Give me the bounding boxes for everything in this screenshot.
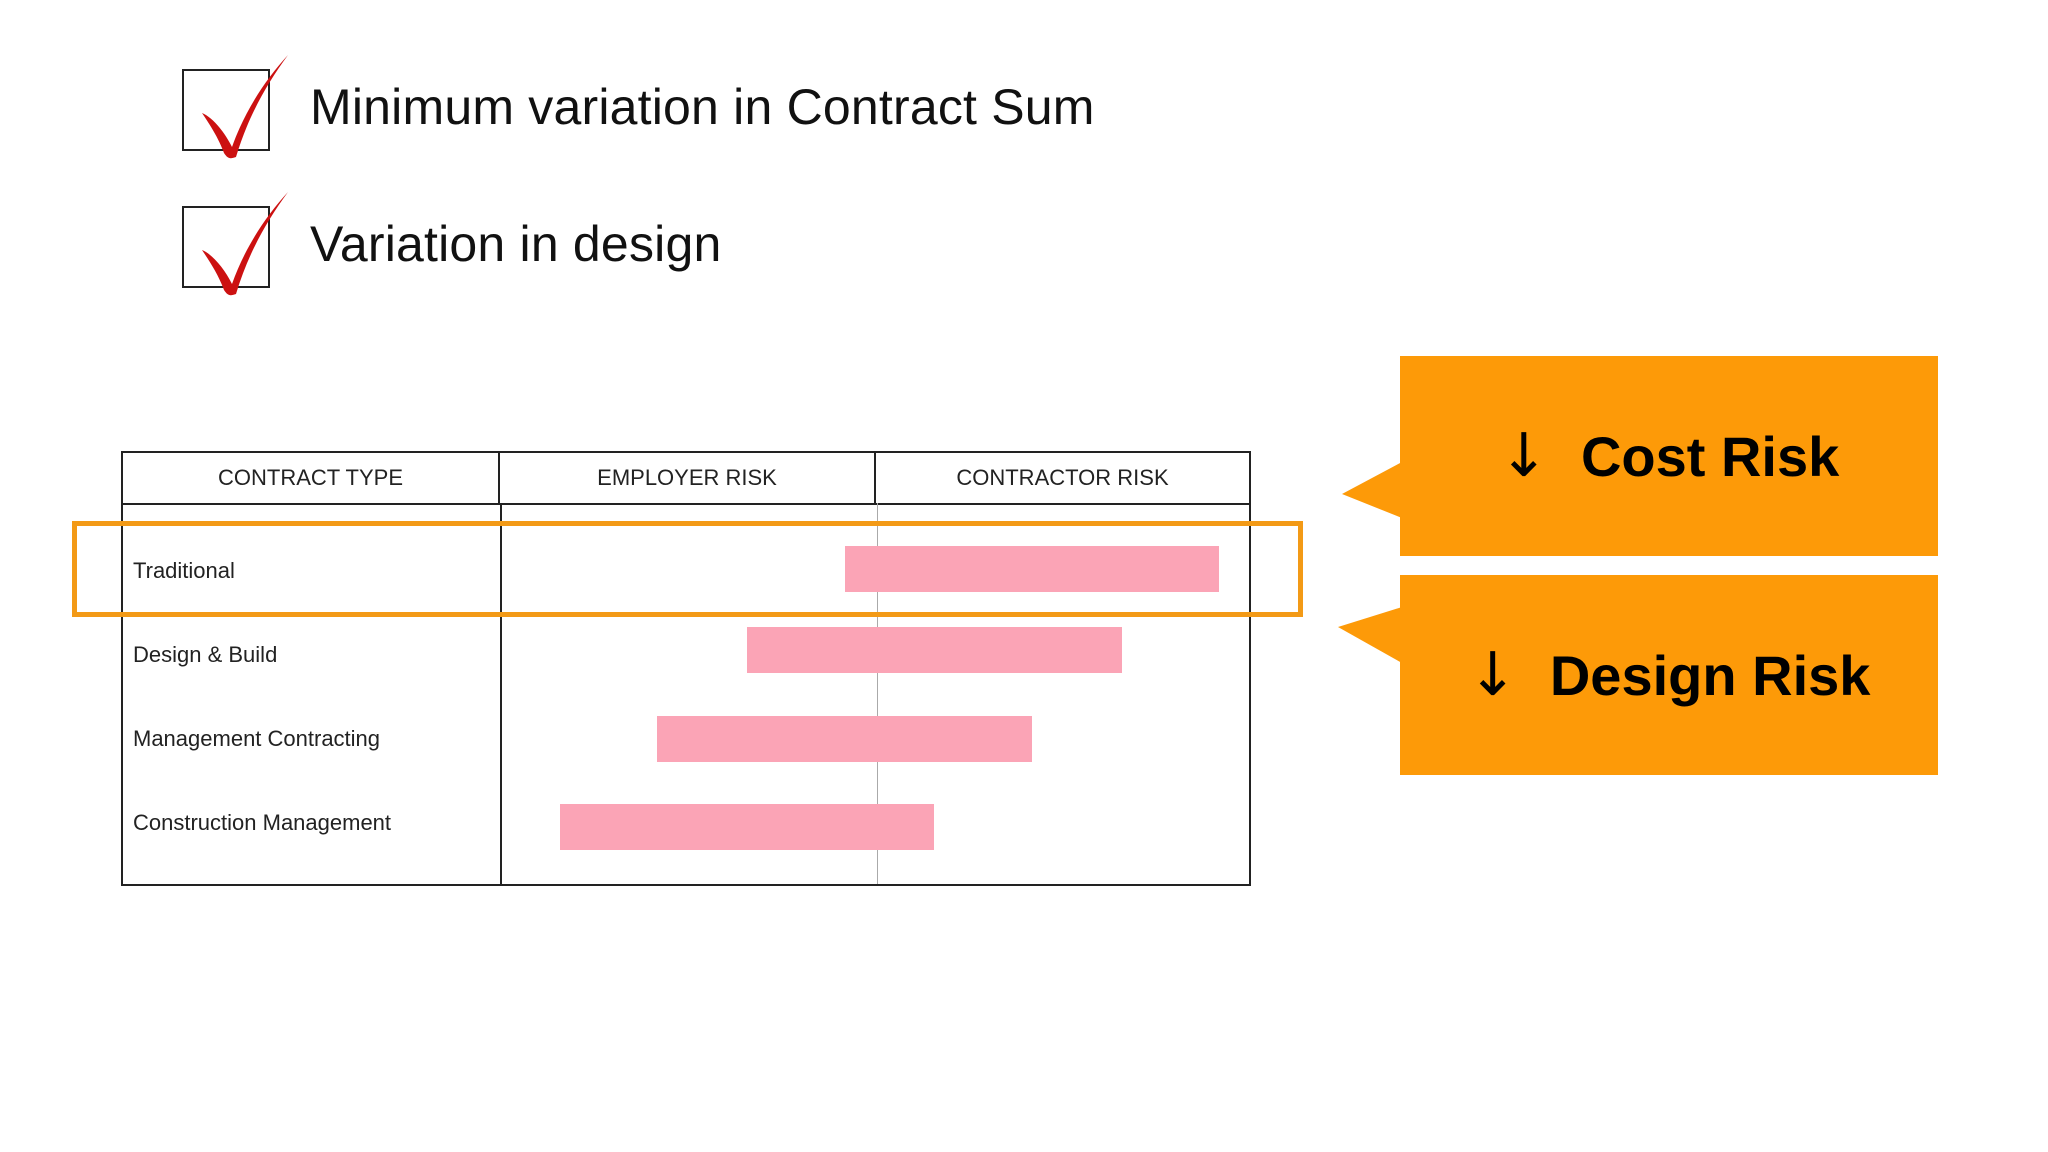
table-header: CONTRACT TYPE EMPLOYER RISK CONTRACTOR R… (123, 453, 1249, 505)
risk-bar-traditional (844, 546, 1220, 592)
risk-bar-design-build (747, 627, 1122, 673)
down-arrow-icon: ↓ (1498, 421, 1549, 491)
callout-label: ↓ Design Risk (1468, 640, 1871, 710)
header-employer-risk: EMPLOYER RISK (500, 453, 876, 503)
callout-design-risk: ↓ Design Risk (1338, 575, 1938, 775)
checklist-item-contract-sum: Minimum variation in Contract Sum (182, 55, 1095, 159)
callout-pointer (1342, 462, 1402, 518)
checkbox (182, 55, 288, 159)
checklist-item-design: Variation in design (182, 192, 722, 296)
down-arrow-icon: ↓ (1467, 640, 1518, 710)
header-contractor-risk: CONTRACTOR RISK (956, 465, 1169, 490)
callout-cost-risk: ↓ Cost Risk (1342, 356, 1938, 556)
design-risk-text: Design Risk (1549, 643, 1871, 707)
row-label-design-build: Design & Build (133, 642, 278, 667)
risk-allocation-table: CONTRACT TYPE EMPLOYER RISK CONTRACTOR R… (121, 451, 1251, 886)
cost-risk-text: Cost Risk (1580, 424, 1840, 488)
checklist-label: Minimum variation in Contract Sum (310, 79, 1095, 135)
callout-pointer (1338, 607, 1402, 663)
checkmark-icon (202, 55, 288, 159)
row-label-management-contracting: Management Contracting (133, 726, 381, 751)
risk-bar-management-contracting (657, 716, 1032, 762)
callout-label: ↓ Cost Risk (1499, 421, 1840, 491)
traditional-row-highlight (72, 521, 1303, 617)
checklist-label: Variation in design (310, 216, 722, 272)
row-label-construction-management: Construction Management (133, 810, 392, 835)
checkmark-icon (202, 192, 288, 296)
risk-bar-construction-management (559, 804, 935, 850)
row-label-traditional: Traditional (133, 558, 235, 583)
checkbox (182, 192, 288, 296)
risk-midline (877, 503, 878, 884)
header-contract-type: CONTRACT TYPE (123, 453, 500, 503)
column-divider (500, 503, 502, 884)
